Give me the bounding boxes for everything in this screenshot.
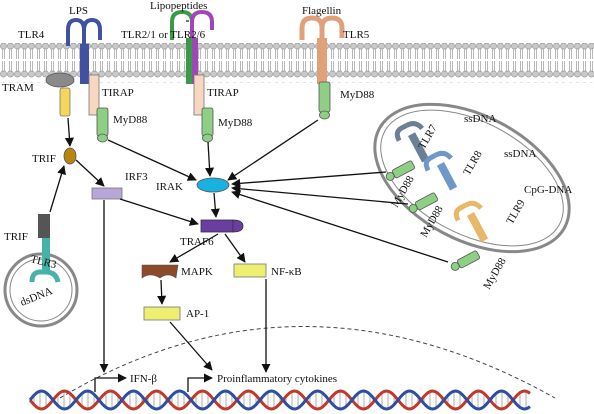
traf6-shape [200,219,244,233]
dna-helix [28,389,531,411]
cytokines-label: Proinflammatory cytokines [217,373,337,385]
irf3-label: IRF3 [125,171,148,183]
ifn-beta-label: IFN-β [130,373,157,385]
dsdna-label: dsDNA [19,285,55,309]
dna-strand-red [28,389,531,411]
tlr8-receptor [423,150,458,191]
tirap-tlr4-label: TIRAP [102,87,134,99]
myd88-tlr7 [385,160,415,181]
tram-box [59,87,71,117]
tirap-tlr4-box [88,74,100,116]
mapk-shape [141,264,179,279]
tlr3-endosome [3,252,79,328]
trif-tlr3-label: TRIF [4,231,28,243]
myd88-tlr5 [318,81,331,120]
tlr3-endosome-inner [9,258,73,322]
tlr2-label: TLR2/1 or TLR2/6 [121,29,206,41]
lps-label: LPS [69,5,88,17]
tirap-tlr2-box [193,74,205,116]
tlr9-receptor [453,200,489,243]
flagellin-label: Flagellin [302,5,342,17]
ap1-box [143,306,181,321]
ssdna-label-1: ssDNA [464,113,496,125]
myd88-tlr2-label: MyD88 [218,117,253,129]
lipopeptides-label: Lipopeptides [150,0,207,12]
tram-label: TRAM [2,82,34,94]
ap1-label: AP-1 [186,308,209,320]
myd88-tlr9 [450,250,480,271]
dna-strand-blue [28,389,531,411]
irf3-box [91,187,123,200]
myd88-tlr2 [201,107,214,143]
myd88-tlr9-label: MyD88 [481,255,509,291]
endosome [373,102,571,254]
tlr2-ligand-tip [186,20,189,22]
myd88-tlr5-label: MyD88 [340,89,375,101]
myd88-tlr4 [96,107,109,143]
tram-oval [45,72,75,88]
irak-label: IRAK [156,181,183,193]
tlr2-receptor [170,9,214,84]
tlr7-receptor [394,121,430,163]
irak-oval [196,177,230,193]
tlr5-receptor [299,15,345,84]
traf6-label: TRAF6 [180,236,214,248]
cpg-dna-label: CpG-DNA [524,184,572,196]
arrows [49,117,449,392]
ssdna-label-2: ssDNA [504,148,536,160]
tlr4-receptor [66,17,102,84]
nfkb-label: NF-κB [271,266,302,278]
mapk-label: MAPK [181,266,213,278]
tlr9-label: TLR9 [504,197,528,226]
trif-tlr4 [63,147,77,165]
trif-tlr4-label: TRIF [32,153,56,165]
tlr4-label: TLR4 [18,29,45,41]
nfkb-box [233,263,267,278]
nuclear-envelope [59,326,556,399]
myd88-tlr4-label: MyD88 [113,114,148,126]
tlr3-receptor [29,214,61,283]
tlr5-label: TLR5 [343,29,370,41]
tlr8-label: TLR8 [461,148,485,177]
myd88-tlr8 [408,192,438,213]
tirap-tlr2-label: TIRAP [207,87,239,99]
endosome-inner [380,109,564,247]
